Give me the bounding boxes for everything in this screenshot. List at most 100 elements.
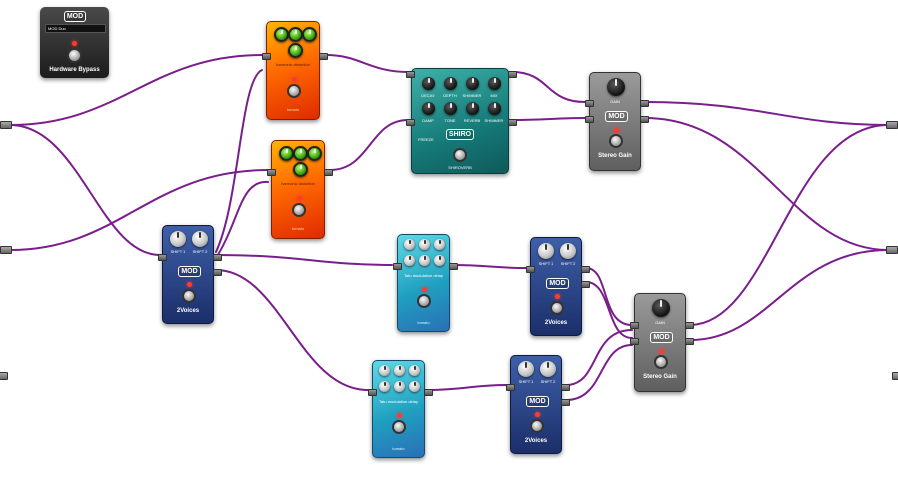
out-jack-1[interactable] <box>561 384 570 391</box>
tone-knob[interactable] <box>293 146 308 161</box>
2voices-pedal-bottom[interactable]: SHIFT 1 SHIFT 2 MOD 2Voices <box>506 355 570 454</box>
shimmer-knob[interactable] <box>466 77 479 90</box>
voices-title: 2Voices <box>544 320 568 326</box>
pedal-footswitch[interactable] <box>289 86 299 96</box>
pedal-brand: tomato <box>392 446 405 451</box>
shift2-knob[interactable] <box>540 361 556 377</box>
feedback-knob[interactable] <box>394 365 405 376</box>
in-jack-2[interactable] <box>630 338 639 345</box>
modulation-delay-pedal-bottom[interactable]: Tatu modulation delay tomato <box>368 360 433 458</box>
shift1-knob[interactable] <box>170 231 186 247</box>
voices-footswitch[interactable] <box>552 303 562 313</box>
mix-knob[interactable] <box>434 239 445 250</box>
shimmer-level-knob[interactable] <box>488 102 501 115</box>
out-jack-2[interactable] <box>685 338 694 345</box>
capture-port-2[interactable] <box>0 246 12 254</box>
out-jack-2[interactable] <box>508 119 517 126</box>
capture-port-3[interactable] <box>0 372 8 380</box>
depth-knob[interactable] <box>444 77 457 90</box>
in-jack[interactable] <box>267 169 276 176</box>
capture-port-1[interactable] <box>0 121 12 129</box>
rate-knob[interactable] <box>379 381 390 392</box>
bypass-footswitch[interactable] <box>69 50 80 61</box>
gain-footswitch[interactable] <box>656 357 666 367</box>
pedal-footswitch[interactable] <box>294 205 304 215</box>
gain-knob[interactable] <box>607 78 625 96</box>
shift1-knob[interactable] <box>538 243 554 259</box>
in-jack[interactable] <box>506 384 515 391</box>
voices-footswitch[interactable] <box>532 421 542 431</box>
reverb-knob[interactable] <box>466 102 479 115</box>
in-jack[interactable] <box>526 266 535 273</box>
feedback-knob[interactable] <box>419 239 430 250</box>
in-jack[interactable] <box>158 254 167 261</box>
playback-port-3[interactable] <box>892 372 898 380</box>
gain-knob[interactable] <box>652 299 670 317</box>
pedal-footswitch[interactable] <box>419 296 429 306</box>
out-jack-1[interactable] <box>685 322 694 329</box>
bypass-field[interactable]: MOD Duo <box>45 24 106 33</box>
rate-knob[interactable] <box>404 255 415 266</box>
bypass-led <box>72 41 77 46</box>
stereo-gain-pedal-bottom[interactable]: GAIN MOD Stereo Gain <box>630 293 694 392</box>
tone-knob[interactable] <box>409 381 420 392</box>
shift2-knob[interactable] <box>192 231 208 247</box>
tone-knob[interactable] <box>288 27 303 42</box>
shiroverb-pedal[interactable]: DECAY DEPTH SHIMMER MIX DAMP TONE REVERB… <box>406 68 517 174</box>
level-knob[interactable] <box>307 146 322 161</box>
mix-knob[interactable] <box>488 77 501 90</box>
out-jack-2[interactable] <box>561 399 570 406</box>
cable <box>511 71 586 103</box>
time-knob[interactable] <box>379 365 390 376</box>
out-jack-1[interactable] <box>213 254 222 261</box>
depth-knob[interactable] <box>419 255 430 266</box>
damp-knob[interactable] <box>422 102 435 115</box>
pedal-footswitch[interactable] <box>394 422 404 432</box>
depth-knob[interactable] <box>394 381 405 392</box>
mix-knob[interactable] <box>409 365 420 376</box>
playback-port-1[interactable] <box>886 121 898 129</box>
decay-knob[interactable] <box>422 77 435 90</box>
in-jack[interactable] <box>368 389 377 396</box>
2voices-pedal-left[interactable]: SHIFT 1 SHIFT 2 MOD 2Voices <box>158 225 222 324</box>
tone-knob[interactable] <box>444 102 457 115</box>
shift1-knob[interactable] <box>518 361 534 377</box>
out-jack-1[interactable] <box>508 71 517 78</box>
time-knob[interactable] <box>404 239 415 250</box>
in-jack-1[interactable] <box>406 71 415 78</box>
shift2-knob[interactable] <box>560 243 576 259</box>
distortion-pedal-mid[interactable]: harmonic distortion tomato <box>267 140 333 239</box>
out-jack-1[interactable] <box>581 266 590 273</box>
modulation-delay-pedal-top[interactable]: Tatu modulation delay tomato <box>393 234 458 332</box>
playback-port-2[interactable] <box>886 246 898 254</box>
voices-footswitch[interactable] <box>184 291 194 301</box>
in-jack-1[interactable] <box>585 100 594 107</box>
gain-footswitch[interactable] <box>611 136 621 146</box>
out-jack[interactable] <box>324 169 333 176</box>
in-jack-2[interactable] <box>585 116 594 123</box>
out-jack-1[interactable] <box>640 100 649 107</box>
in-jack-2[interactable] <box>406 119 415 126</box>
hardware-bypass-pedal[interactable]: MOD MOD Duo Hardware Bypass <box>40 7 109 78</box>
mix-knob[interactable] <box>288 43 303 58</box>
in-jack[interactable] <box>262 53 271 60</box>
in-jack-1[interactable] <box>630 322 639 329</box>
distortion-pedal-top[interactable]: harmonic distortion tomato <box>262 21 328 120</box>
out-jack[interactable] <box>449 263 458 270</box>
out-jack-2[interactable] <box>213 269 222 276</box>
stereo-gain-pedal-top[interactable]: GAIN MOD Stereo Gain <box>585 72 649 171</box>
out-jack[interactable] <box>424 389 433 396</box>
shiro-footswitch[interactable] <box>455 150 465 160</box>
tone-knob[interactable] <box>434 255 445 266</box>
mix-knob[interactable] <box>293 162 308 177</box>
out-jack-2[interactable] <box>640 116 649 123</box>
out-jack-2[interactable] <box>581 281 590 288</box>
in-jack[interactable] <box>393 263 402 270</box>
drive-knob[interactable] <box>274 27 289 42</box>
out-jack[interactable] <box>319 53 328 60</box>
2voices-pedal-mid[interactable]: SHIFT 1 SHIFT 2 MOD 2Voices <box>526 237 590 336</box>
level-knob[interactable] <box>302 27 317 42</box>
drive-knob[interactable] <box>279 146 294 161</box>
pedal-brand: tomato <box>417 320 430 325</box>
